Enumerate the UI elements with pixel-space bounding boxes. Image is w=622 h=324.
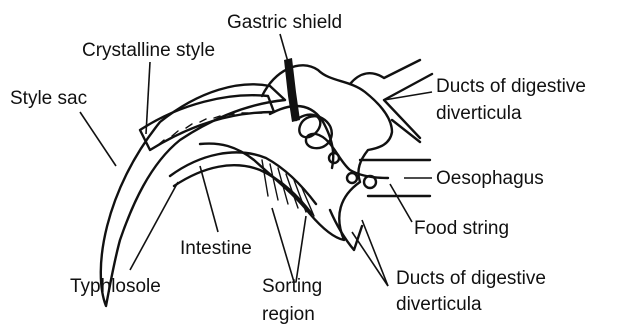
leader-gastric-shield: [280, 34, 288, 62]
labels: Gastric shield Crystalline style Style s…: [10, 12, 586, 324]
label-typhlosole: Typhlosole: [70, 276, 161, 297]
ducts-bottom-outline: [330, 210, 362, 250]
leader-food-string: [390, 184, 412, 222]
label-crystalline-style: Crystalline style: [82, 40, 215, 61]
label-intestine: Intestine: [180, 238, 252, 259]
label-sorting-line2: region: [262, 304, 315, 324]
gastric-shield: [284, 58, 300, 122]
food-string-coil: [296, 115, 388, 178]
style-sac-outline: [101, 84, 285, 306]
label-ducts-top-line2: diverticula: [436, 103, 522, 124]
stomach-drawing: [101, 58, 432, 306]
leader-style-sac: [80, 112, 116, 166]
label-style-sac: Style sac: [10, 88, 87, 109]
leader-sorting-1: [272, 208, 294, 282]
leader-intestine: [200, 166, 218, 232]
crystalline-style-granules: [158, 113, 262, 145]
label-sorting-line1: Sorting: [262, 276, 322, 297]
label-oesophagus: Oesophagus: [436, 168, 544, 189]
leader-sorting-2: [296, 216, 306, 282]
label-food-string: Food string: [414, 218, 509, 239]
label-ducts-bottom-line2: diverticula: [396, 294, 482, 315]
label-ducts-bottom-line1: Ducts of digestive: [396, 268, 546, 289]
food-string-bead: [347, 173, 357, 183]
label-ducts-top-line1: Ducts of digestive: [436, 76, 586, 97]
label-gastric-shield: Gastric shield: [227, 12, 342, 33]
